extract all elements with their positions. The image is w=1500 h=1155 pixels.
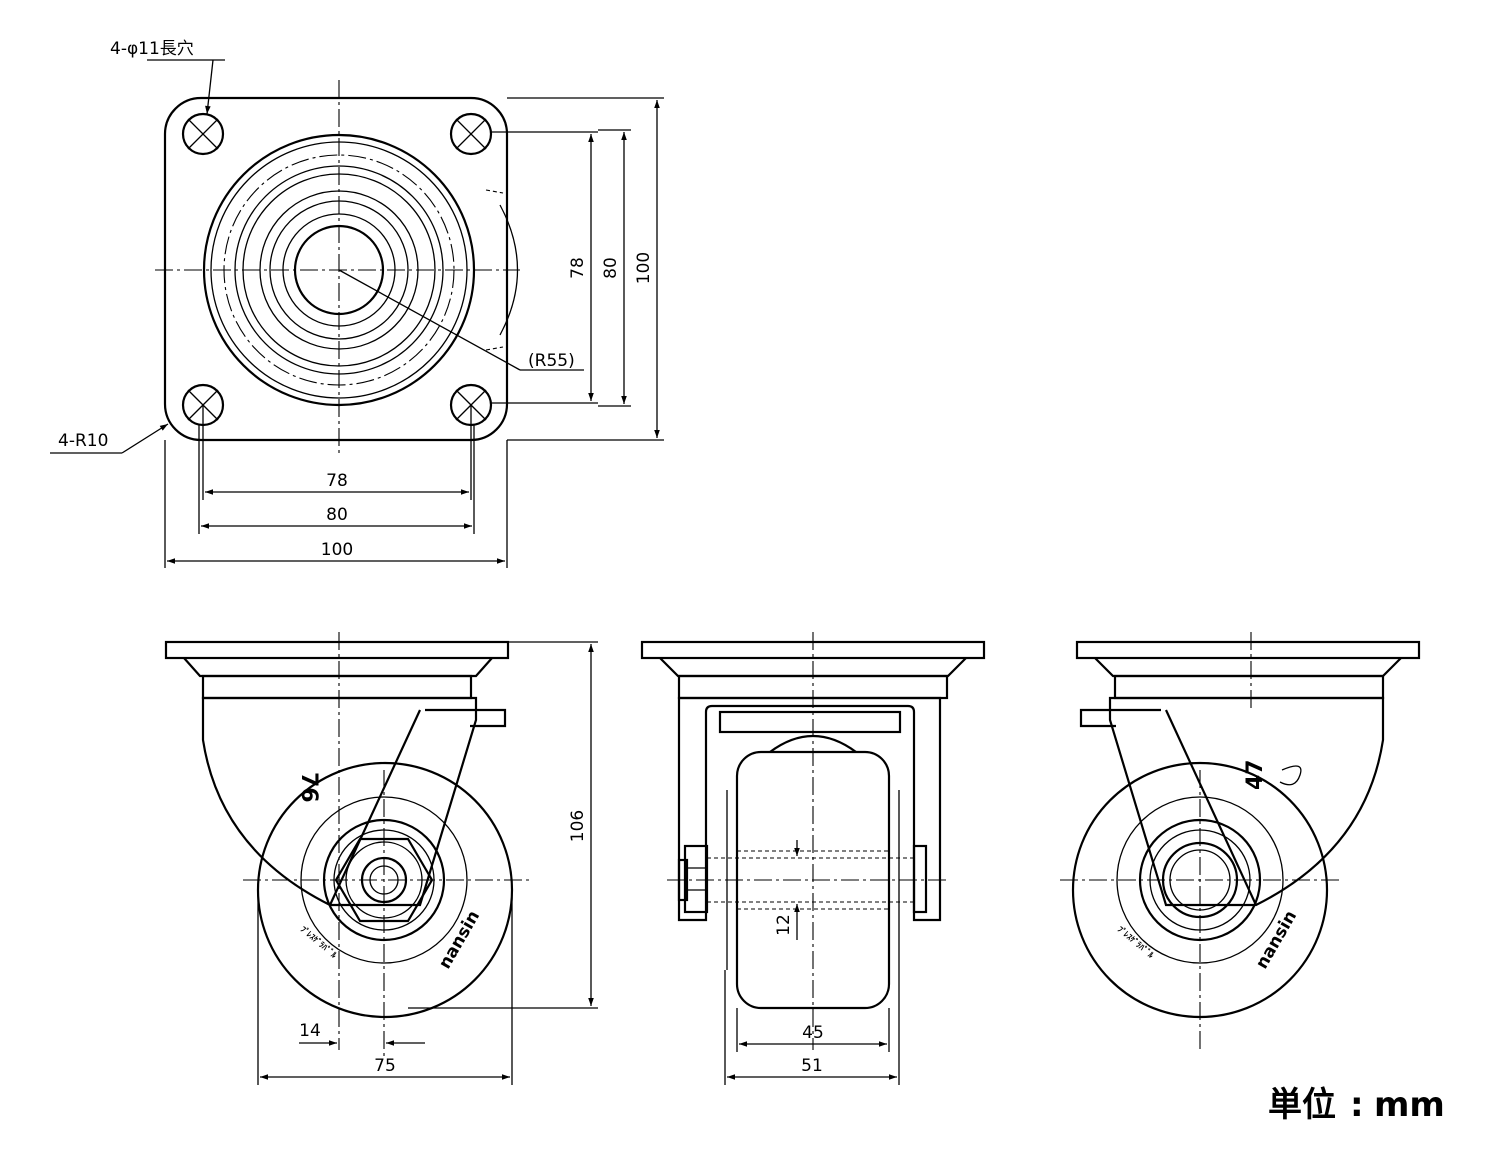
rear-tire-text: ﾌﾟﾚｽｹﾞﾗﾊﾟﾞﾙ bbox=[1116, 924, 1157, 961]
side-top-plate bbox=[164, 640, 510, 660]
dimension-45: 45 bbox=[736, 1008, 890, 1052]
svg-text:80: 80 bbox=[326, 505, 348, 525]
svg-text:75: 75 bbox=[374, 1056, 396, 1076]
svg-text:14: 14 bbox=[299, 1021, 321, 1041]
svg-text:106: 106 bbox=[568, 810, 588, 842]
hole-note-label: 4-φ11長穴 bbox=[110, 39, 194, 59]
swivel-rings bbox=[202, 133, 476, 407]
rear-frame-mark: 47 bbox=[1243, 759, 1268, 790]
dimension-106: 106 bbox=[408, 641, 598, 1009]
rear-brand-text: nansin bbox=[1252, 907, 1301, 972]
svg-text:100: 100 bbox=[634, 252, 654, 284]
front-view: 12 45 51 bbox=[640, 632, 986, 1085]
swivel-radius-label: (R55) bbox=[528, 351, 575, 371]
svg-text:100: 100 bbox=[321, 540, 353, 560]
dimension-51: 51 bbox=[724, 970, 900, 1085]
svg-text:78: 78 bbox=[568, 257, 588, 279]
dimension-12: 12 bbox=[774, 840, 800, 940]
front-wheel bbox=[735, 750, 891, 1010]
rear-view: 47 nansin ﾌﾟﾚｽｹﾞﾗﾊﾟﾞﾙ bbox=[1060, 632, 1421, 1050]
front-top-plate bbox=[640, 640, 986, 660]
unit-label: 単位 : mm bbox=[1268, 1085, 1445, 1125]
dimension-75: 75 bbox=[257, 890, 513, 1085]
side-fork-bracket bbox=[201, 696, 478, 907]
side-brand-text: nansin bbox=[435, 907, 484, 972]
side-frame-mark: 76 bbox=[296, 772, 321, 803]
svg-text:mm: mm bbox=[1374, 1085, 1445, 1125]
side-axle-nut bbox=[334, 837, 434, 923]
dimension-78-vertical: 78 bbox=[490, 131, 598, 404]
corner-radius-label: 4-R10 bbox=[58, 431, 108, 451]
svg-text:78: 78 bbox=[326, 471, 348, 491]
rear-top-plate bbox=[1075, 640, 1421, 660]
front-axle-nut bbox=[683, 844, 709, 914]
top-view: 4-φ11長穴 4-R10 (R55) 78 80 100 bbox=[50, 39, 664, 568]
svg-text:単位: 単位 bbox=[1268, 1085, 1336, 1125]
front-fork bbox=[677, 696, 942, 922]
mounting-hole-top-left bbox=[181, 112, 225, 156]
svg-text:51: 51 bbox=[801, 1056, 823, 1076]
svg-text::: : bbox=[1350, 1085, 1364, 1125]
dimension-80-horizontal: 80 bbox=[198, 425, 475, 534]
dimension-100-vertical: 100 bbox=[507, 97, 664, 441]
svg-text:80: 80 bbox=[601, 257, 621, 279]
svg-text:45: 45 bbox=[802, 1023, 824, 1043]
dimension-14: 14 bbox=[299, 1021, 425, 1046]
rear-fork-bracket bbox=[1108, 696, 1385, 907]
dimension-80-vertical: 80 bbox=[598, 129, 631, 407]
mounting-plate-outline bbox=[163, 96, 509, 442]
svg-text:12: 12 bbox=[774, 914, 794, 936]
dimension-78-horizontal: 78 bbox=[202, 405, 472, 500]
dimension-100-horizontal: 100 bbox=[164, 440, 508, 568]
side-view: 76 nansin ﾌﾟﾚｽｹﾞﾗﾊﾟﾞﾙ 106 14 75 bbox=[164, 632, 598, 1085]
swivel-radius-arc bbox=[499, 204, 519, 336]
rear-wheel-tire bbox=[1071, 761, 1329, 1019]
mounting-hole-top-right bbox=[449, 112, 493, 156]
side-tire-text: ﾌﾟﾚｽｹﾞﾗﾊﾟﾞﾙ bbox=[299, 924, 340, 961]
